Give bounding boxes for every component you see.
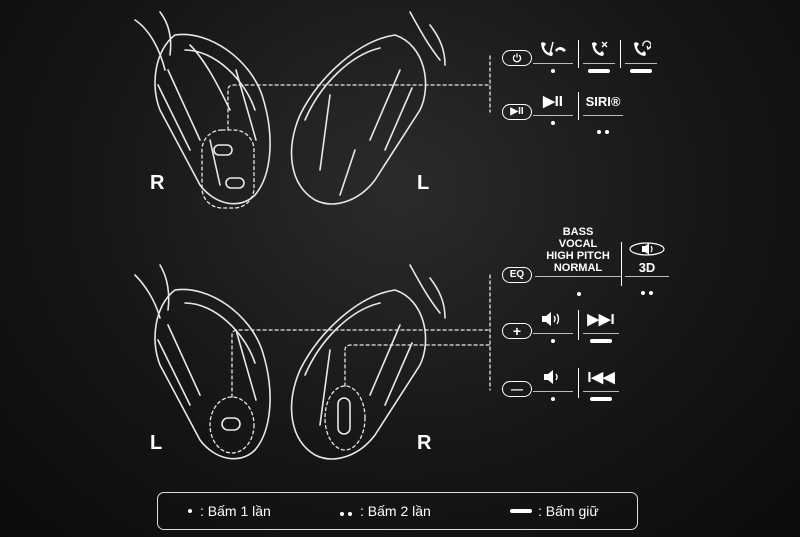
eq-button: EQ xyxy=(502,267,532,283)
action-3d: 3D xyxy=(625,238,669,300)
side-label-bottom-right: R xyxy=(417,432,432,454)
earcup-top-right-side xyxy=(134,11,271,205)
separator xyxy=(578,310,579,340)
play-pause-icon: ▶II xyxy=(543,93,563,110)
top-power-button-shape xyxy=(213,144,233,156)
power-button xyxy=(502,50,532,66)
legend-hold-press: : Bấm giữ xyxy=(510,503,599,519)
action-siri: SIRI® xyxy=(583,90,623,139)
phone-answer-end-icon xyxy=(538,38,568,60)
action-play-pause: ▶II xyxy=(533,90,573,125)
call-redial-icon xyxy=(631,38,651,60)
legend-single-label: : Bấm 1 lần xyxy=(200,503,271,519)
earcup-bottom-left-side xyxy=(134,264,271,460)
power-icon xyxy=(512,53,522,63)
minus-button: — xyxy=(502,381,532,397)
action-next: ▶▶I xyxy=(583,308,619,343)
eq-mode-bass: BASS xyxy=(562,226,594,238)
separator xyxy=(578,368,579,398)
legend-hold-label: : Bấm giữ xyxy=(538,503,599,519)
plus-button: + xyxy=(502,323,532,339)
previous-track-icon: I◀◀ xyxy=(587,369,615,386)
3d-label: 3D xyxy=(638,259,656,275)
action-reject xyxy=(583,38,615,73)
side-label-top-right: L xyxy=(417,172,430,194)
top-play-button-shape xyxy=(225,177,245,189)
separator xyxy=(620,40,621,68)
earcup-top-left-side xyxy=(290,11,446,205)
surround-3d-icon xyxy=(628,238,666,260)
eq-mode-normal: NORMAL xyxy=(553,262,603,274)
side-label-bottom-left: L xyxy=(150,432,163,454)
eq-single-press xyxy=(575,283,583,301)
legend-double-press: : Bấm 2 lần xyxy=(338,503,431,519)
legend-single-press: : Bấm 1 lần xyxy=(186,503,271,519)
play-pause-button: ▶II xyxy=(502,104,532,120)
next-track-icon: ▶▶I xyxy=(587,311,615,328)
action-redial xyxy=(625,38,657,73)
separator xyxy=(578,40,579,68)
separator xyxy=(621,242,622,286)
legend-box: : Bấm 1 lần : Bấm 2 lần : Bấm giữ xyxy=(157,492,638,530)
earcup-bottom-right-side xyxy=(290,264,446,460)
separator xyxy=(578,92,579,120)
eq-mode-vocal: VOCAL xyxy=(558,238,598,250)
eq-modes: BASS VOCAL HIGH PITCH NORMAL xyxy=(530,226,626,274)
action-volume-down xyxy=(533,366,573,401)
bottom-left-button-shape xyxy=(221,417,241,431)
eq-underline xyxy=(535,276,621,277)
action-answer-end xyxy=(533,38,573,73)
action-previous: I◀◀ xyxy=(583,366,619,401)
siri-label: SIRI® xyxy=(585,93,621,109)
bottom-right-rocker-shape xyxy=(337,397,351,435)
legend-double-label: : Bấm 2 lần xyxy=(360,503,431,519)
eq-mode-high-pitch: HIGH PITCH xyxy=(546,250,610,262)
volume-down-icon xyxy=(542,366,564,388)
callout-lines xyxy=(201,55,491,454)
side-label-top-left: R xyxy=(150,172,165,194)
call-reject-icon xyxy=(589,38,609,60)
action-volume-up xyxy=(533,308,573,343)
volume-up-icon xyxy=(540,308,566,330)
